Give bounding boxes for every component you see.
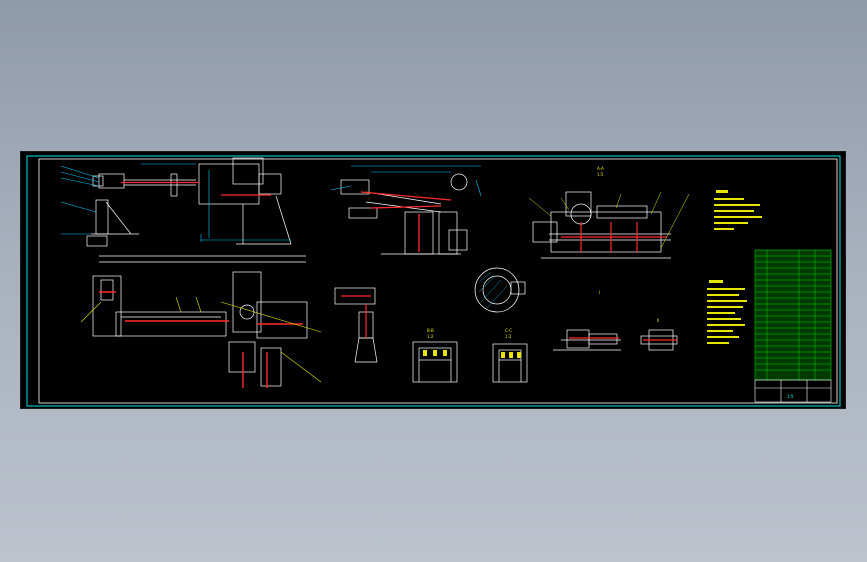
title-block [754, 379, 832, 403]
technical-notes-2 [707, 280, 747, 344]
inner-frame [38, 158, 838, 404]
section-cc-label: C-C [505, 328, 512, 333]
detail-i-view [553, 329, 621, 351]
small-gripper-red [341, 295, 371, 338]
round-section-hatch [478, 271, 508, 309]
section-bb-label: B-B [427, 328, 434, 333]
section-aa-label: A-A [597, 166, 604, 171]
plan-view-yellow [80, 296, 322, 383]
front-view-cyan-dims [60, 163, 291, 242]
detail-i-label: I [599, 290, 600, 295]
sheet-scale: 1:5 [787, 394, 794, 399]
gripper-dims [330, 165, 482, 197]
gripper-view [340, 173, 468, 255]
front-view-red [121, 181, 271, 196]
section-cc-yellow [501, 352, 521, 358]
outer-frame [26, 155, 841, 407]
section-aa-view [532, 191, 671, 259]
drawing-sheet[interactable]: A-A 1:5 [20, 151, 846, 409]
section-bb-yellow [423, 350, 447, 356]
section-aa-scale: 1:5 [597, 172, 604, 177]
drawing-canvas: A-A 1:5 [26, 155, 841, 407]
plan-view [92, 255, 308, 387]
technical-notes-1 [714, 190, 762, 230]
section-bb-scale: 1:2 [427, 334, 434, 339]
front-view-top [86, 157, 292, 247]
detail-ii-label: II [657, 318, 659, 323]
plan-view-red [99, 291, 303, 388]
section-cc-scale: 1:2 [505, 334, 512, 339]
section-aa-red [561, 222, 667, 252]
section-cc-view [492, 343, 528, 383]
parts-list [754, 249, 832, 381]
section-aa-leaders [528, 191, 690, 249]
small-gripper [334, 287, 378, 363]
gripper-red [360, 191, 452, 252]
section-bb-view [412, 341, 458, 383]
round-section [474, 267, 526, 313]
